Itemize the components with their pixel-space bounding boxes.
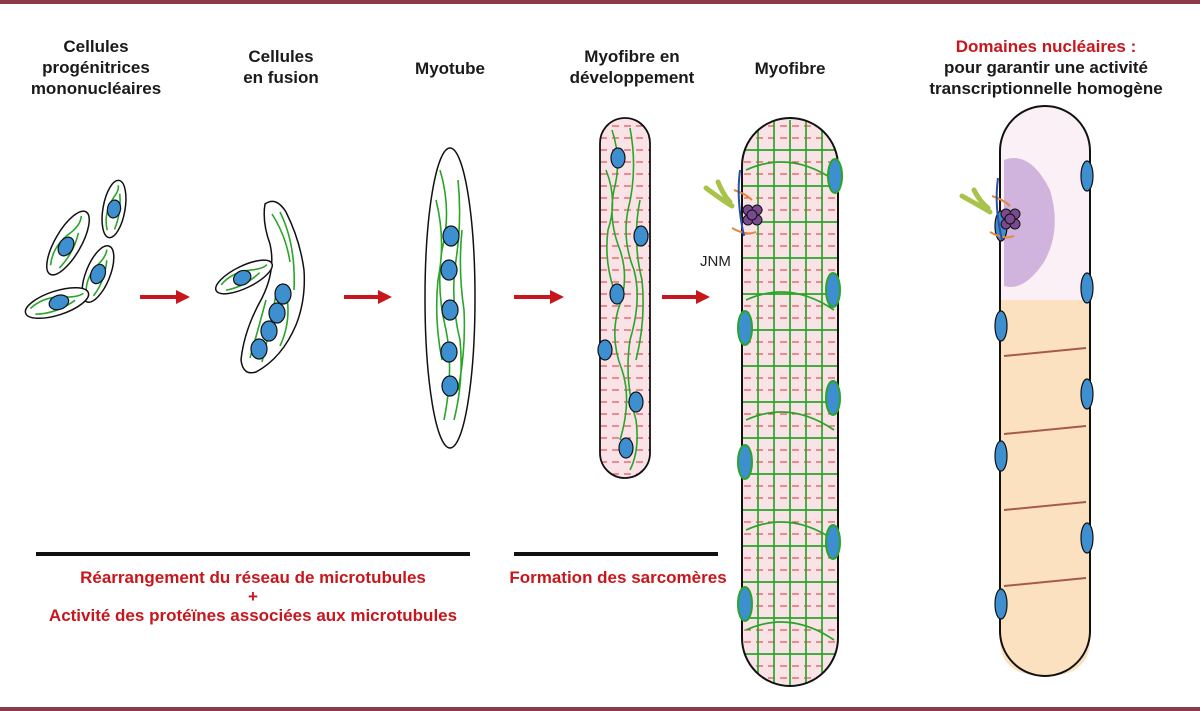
arrow-right-icon	[344, 290, 392, 304]
nucleus	[737, 444, 753, 480]
nucleus	[737, 310, 753, 346]
progenitor-cells	[24, 179, 127, 320]
sarcomere-caption-bar	[514, 552, 718, 556]
arrow-right-icon	[140, 290, 190, 304]
arrow-right-icon	[662, 290, 710, 304]
fusing-cells	[214, 200, 306, 374]
progenitor-cell	[81, 245, 115, 303]
neuromuscular-junction	[703, 169, 763, 237]
nucleus	[618, 437, 634, 459]
nucleus	[1080, 378, 1094, 410]
nucleus	[250, 338, 268, 360]
nucleus	[994, 310, 1008, 342]
top-border	[0, 0, 1200, 4]
caption-sarcomere-formation: Formation des sarcomères	[509, 568, 727, 587]
nucleus	[994, 440, 1008, 472]
label-nuclear-domains: Domaines nucléaires :pour garantir une a…	[929, 37, 1163, 98]
nucleus	[737, 586, 753, 622]
nucleus	[48, 294, 70, 311]
progenitor-cell	[46, 210, 90, 276]
nuclear-domain	[1004, 158, 1055, 287]
sarcomere-boundary	[1003, 347, 1087, 357]
nucleus	[994, 588, 1008, 620]
nucleus	[268, 302, 286, 324]
progenitor-cell	[24, 286, 90, 320]
nucleus	[633, 225, 649, 247]
nucleus	[825, 524, 841, 560]
nucleus	[628, 391, 644, 413]
nucleus	[610, 147, 626, 169]
nucleus	[440, 259, 458, 281]
label-myotube: Myotube	[415, 59, 485, 78]
nucleus	[441, 375, 459, 397]
nucleus	[609, 283, 625, 305]
sarcomere-boundary	[1003, 577, 1087, 587]
nucleus	[57, 236, 75, 257]
nucleus	[827, 158, 843, 194]
myotube	[424, 147, 476, 449]
nucleus	[825, 380, 841, 416]
nucleus	[440, 341, 458, 363]
nucleus	[441, 299, 459, 321]
nucleus	[1080, 272, 1094, 304]
nucleus	[89, 263, 107, 285]
myofibre	[703, 117, 843, 687]
arrow-right-icon	[514, 290, 564, 304]
nuclear-domains-fibre	[959, 105, 1094, 677]
arrows	[140, 290, 710, 304]
sarcomere-boundary	[1003, 501, 1087, 511]
nucleus	[106, 199, 122, 219]
nucleus	[597, 339, 613, 361]
nucleus	[260, 320, 278, 342]
microtubule-caption-bar	[36, 552, 470, 556]
nucleus	[274, 283, 292, 305]
label-myofibre: Myofibre	[754, 59, 826, 78]
nucleus	[1080, 160, 1094, 192]
bottom-border	[0, 707, 1200, 711]
nucleus	[825, 272, 841, 308]
jnm-label: JNM	[700, 253, 731, 270]
nucleus	[1080, 522, 1094, 554]
caption-microtubule-network: Réarrangement du réseau de microtubules …	[48, 568, 458, 625]
nucleus	[442, 225, 460, 247]
sarcomere-boundary	[1003, 425, 1087, 435]
neuromuscular-junction	[959, 177, 1021, 241]
progenitor-cell	[101, 179, 127, 239]
developing-myofibre	[597, 117, 651, 479]
nucleus	[232, 269, 252, 286]
